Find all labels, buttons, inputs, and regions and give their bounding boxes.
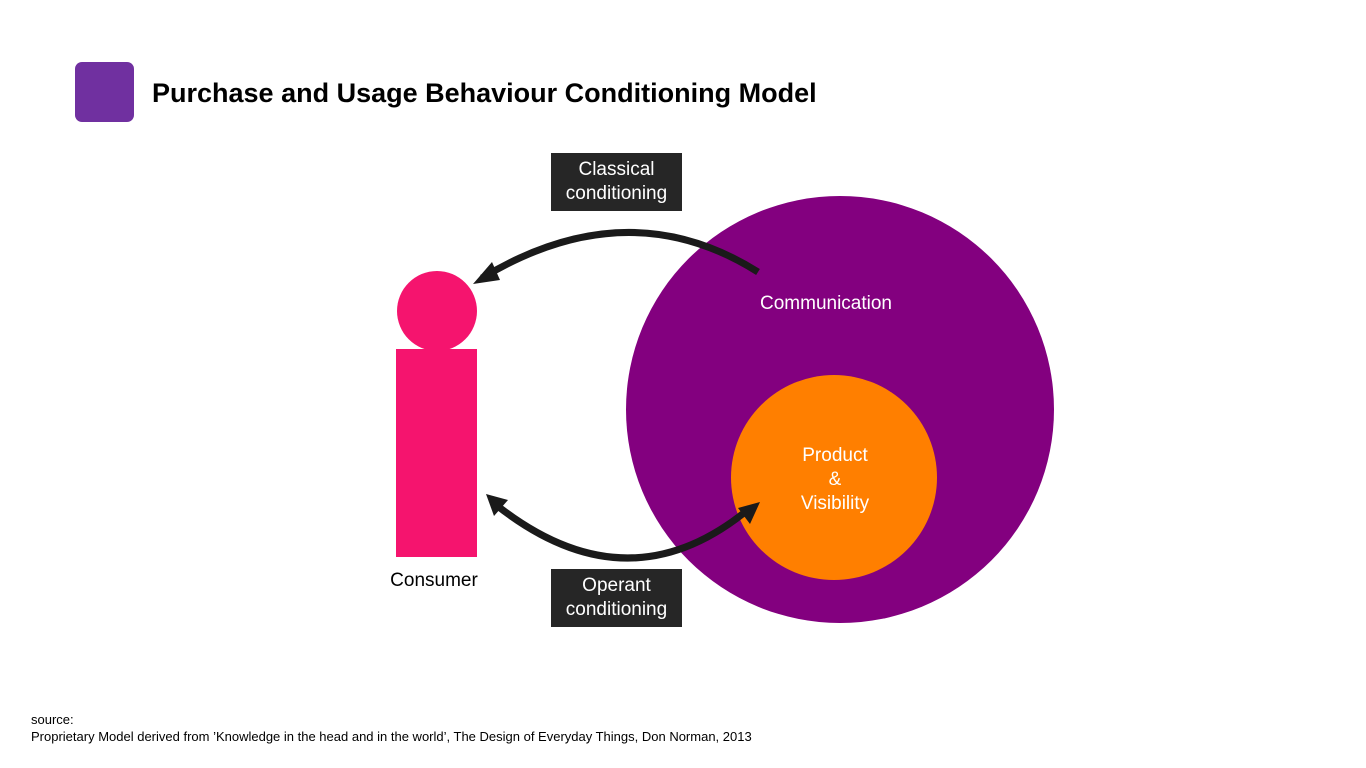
classical-line-1: Classical	[578, 159, 655, 180]
product-line-2: &	[828, 469, 842, 490]
product-line-1: Product	[802, 445, 868, 466]
consumer-figure-body	[396, 349, 477, 557]
communication-label: Communication	[760, 293, 892, 314]
operant-line-1: Operant	[582, 575, 651, 596]
source-citation: Proprietary Model derived from ’Knowledg…	[31, 729, 752, 744]
operant-conditioning-arrow	[492, 501, 753, 562]
source-label: source:	[31, 712, 74, 727]
page-title: Purchase and Usage Behaviour Conditionin…	[152, 78, 817, 108]
classical-conditioning-label: Classical conditioning	[551, 153, 682, 211]
product-visibility-label: Product & Visibility	[764, 444, 906, 516]
product-line-3: Visibility	[800, 493, 870, 514]
operant-arrowhead-right	[738, 502, 760, 524]
operant-conditioning-label: Operant conditioning	[551, 569, 682, 627]
product-visibility-circle	[731, 375, 937, 580]
source-note: source: Proprietary Model derived from ’…	[31, 711, 752, 745]
operant-line-2: conditioning	[565, 599, 668, 620]
classical-line-2: conditioning	[565, 183, 668, 204]
title-accent-square	[75, 62, 134, 122]
consumer-label: Consumer	[390, 570, 478, 591]
classical-conditioning-arrow	[480, 229, 760, 281]
consumer-figure-head	[397, 271, 477, 351]
classical-arrowhead	[473, 262, 500, 284]
operant-arrowhead-left	[486, 494, 508, 516]
